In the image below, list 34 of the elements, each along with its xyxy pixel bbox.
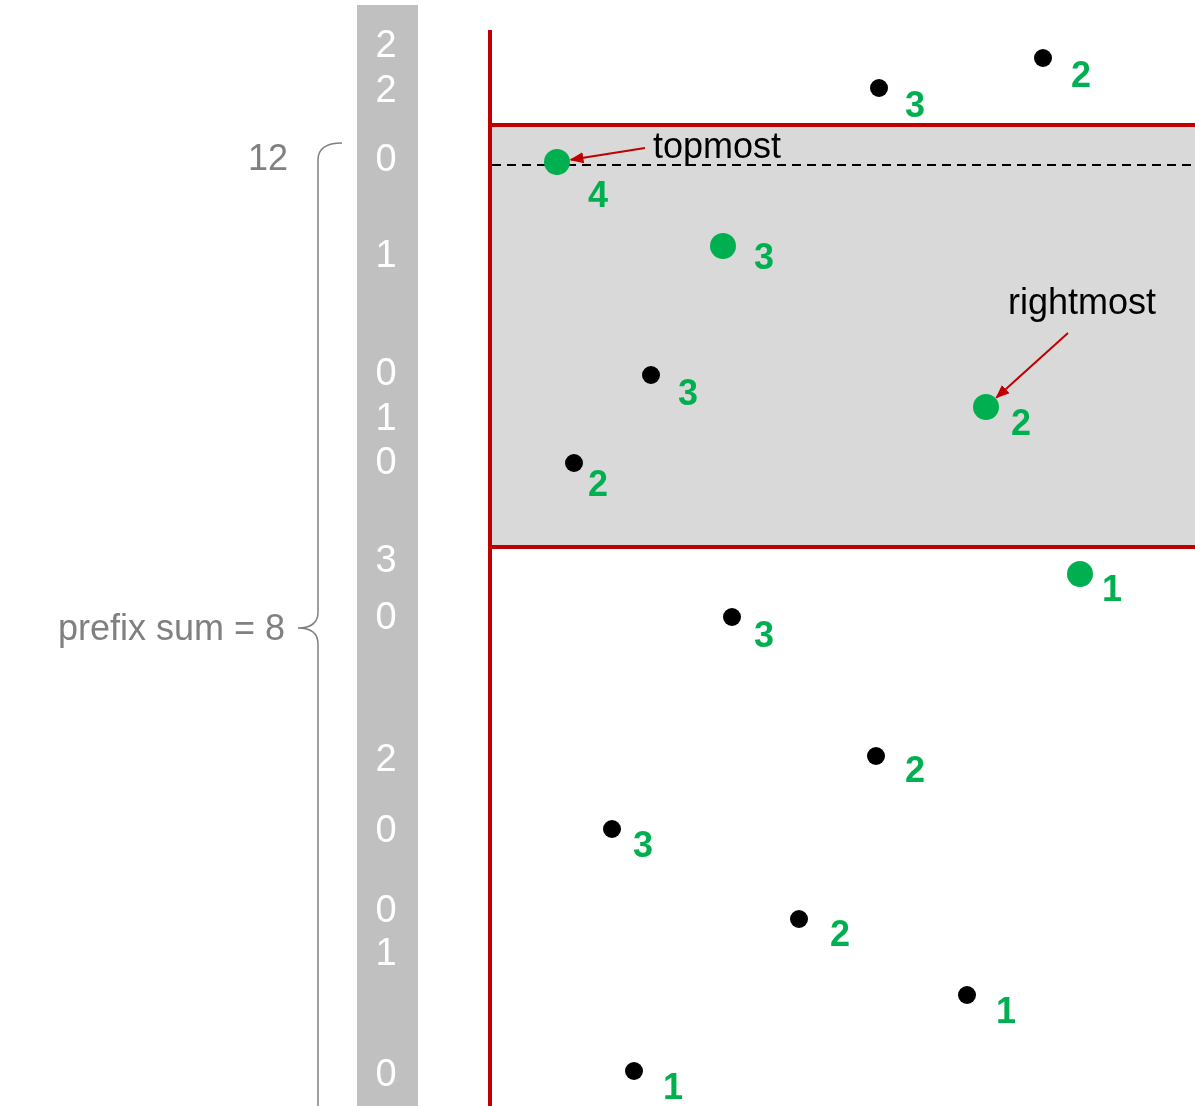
arrow bbox=[569, 147, 646, 164]
column-count: 0 bbox=[375, 890, 397, 928]
callout-text: rightmost bbox=[1008, 284, 1157, 320]
column-count: 2 bbox=[375, 739, 397, 777]
column-count: 2 bbox=[375, 25, 397, 63]
point-count: 4 bbox=[588, 177, 608, 213]
column-count: 3 bbox=[375, 540, 397, 578]
callout-text: topmost bbox=[653, 128, 782, 164]
column-count: 0 bbox=[375, 442, 397, 480]
point-count: 2 bbox=[830, 916, 850, 952]
point-count: 1 bbox=[1102, 571, 1122, 607]
point-count: 2 bbox=[905, 752, 925, 788]
column-count: 0 bbox=[375, 139, 397, 177]
point-count: 3 bbox=[754, 617, 774, 653]
point-count: 3 bbox=[633, 827, 653, 863]
column-count: 0 bbox=[375, 597, 397, 635]
point-count: 2 bbox=[1011, 405, 1031, 441]
point-count: 1 bbox=[663, 1069, 683, 1105]
point-count: 3 bbox=[905, 87, 925, 123]
point-count: 3 bbox=[678, 375, 698, 411]
column-count: 1 bbox=[375, 235, 397, 273]
annotation-text: prefix sum = 8 bbox=[57, 610, 285, 646]
column-count: 0 bbox=[375, 353, 397, 391]
point-count: 3 bbox=[754, 239, 774, 275]
annotation-text: 12 bbox=[247, 140, 288, 176]
point-count: 1 bbox=[996, 993, 1016, 1029]
point-count: 2 bbox=[588, 466, 608, 502]
arrow bbox=[995, 332, 1069, 399]
column-count: 1 bbox=[375, 933, 397, 971]
column-count: 2 bbox=[375, 70, 397, 108]
point-count: 2 bbox=[1071, 57, 1091, 93]
column-count: 0 bbox=[375, 810, 397, 848]
column-count: 0 bbox=[375, 1054, 397, 1092]
column-count: 1 bbox=[375, 398, 397, 436]
